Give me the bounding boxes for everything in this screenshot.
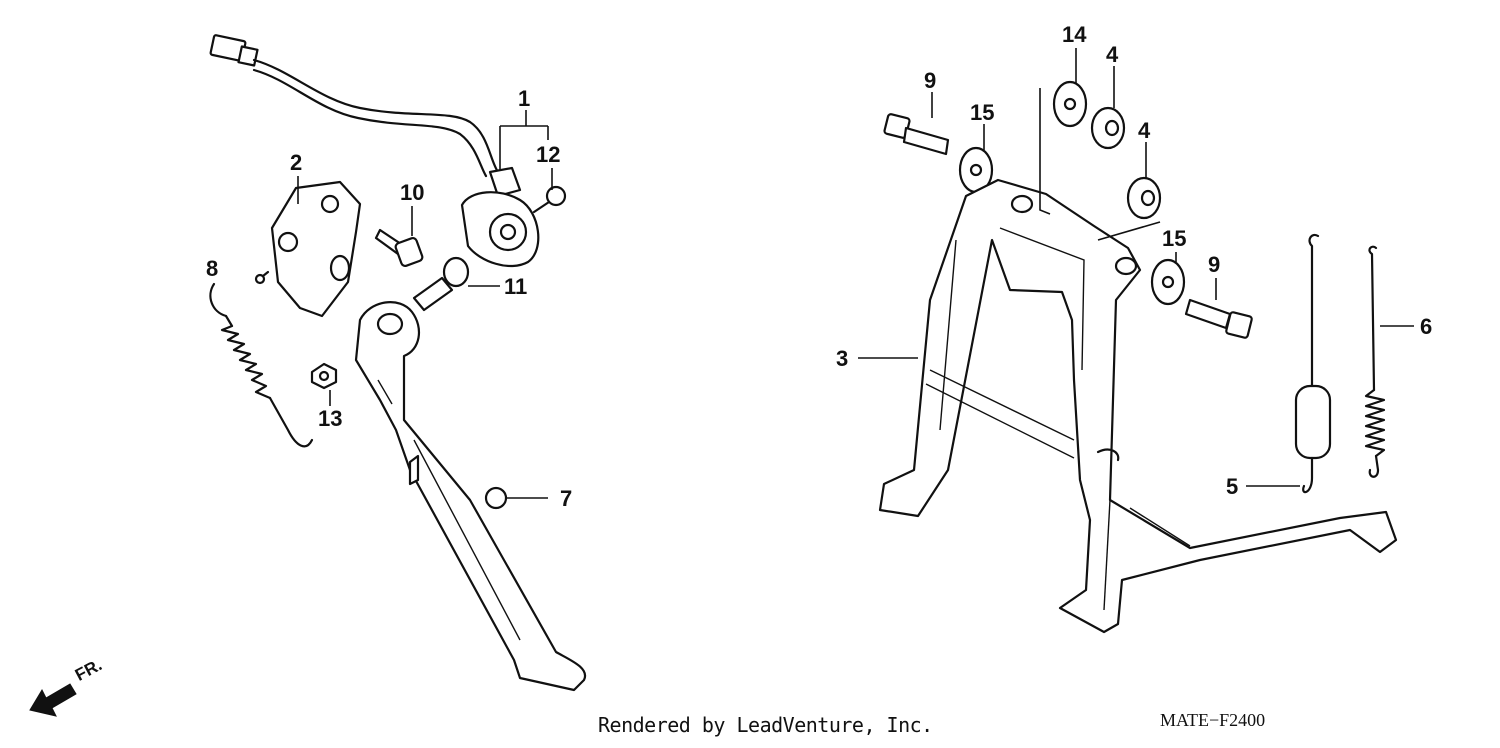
callout-labels: 1 2 3 4 4 5 6 7 8 9 9 10 11 12 13 14 15 … [206,22,1432,511]
callout-8: 8 [206,256,218,281]
side-stand-bracket [254,180,362,318]
callout-10: 10 [400,180,424,205]
leaders-left [297,110,553,499]
callout-13: 13 [318,406,342,431]
callout-7: 7 [560,486,572,511]
switch-bolt-12 [532,185,567,214]
callout-12: 12 [536,142,560,167]
diagram-code: MATE−F2400 [1160,710,1266,730]
callout-15-right: 15 [1162,226,1186,251]
callout-6: 6 [1420,314,1432,339]
side-stand [354,301,587,692]
callout-4-upper: 4 [1106,42,1119,67]
switch-connector-wire [209,34,500,178]
main-stand-spring-5 [1294,233,1332,494]
leaders-right [858,48,1414,487]
callout-9-left: 9 [924,68,936,93]
washer-15-left [958,146,994,194]
stand-bolt-9-right [1184,298,1253,339]
side-stand-switch [460,166,540,267]
footer-credit: Rendered by LeadVenture, Inc. [598,713,933,737]
stand-bolt-9-left [883,113,950,156]
front-arrow-icon [29,683,77,717]
washer-15-right [1150,258,1186,306]
callout-5: 5 [1226,474,1238,499]
callout-11: 11 [504,274,527,299]
callout-14: 14 [1062,22,1087,47]
main-stand-spring-6 [1364,245,1386,478]
callout-1: 1 [518,86,530,111]
main-stand [878,178,1398,634]
washer-14 [1052,80,1088,128]
callout-15-left: 15 [970,100,994,125]
bracket-bolt-10 [374,228,424,268]
callout-3: 3 [836,346,848,371]
collar-4-lower [1126,176,1162,220]
callout-9-right: 9 [1208,252,1220,277]
pivot-bolt-11 [412,256,470,312]
pivot-nut-13 [310,362,338,390]
collar-4-upper [1090,106,1126,150]
callout-4-lower: 4 [1138,118,1151,143]
side-stand-spring [209,282,314,448]
callout-2: 2 [290,150,302,175]
